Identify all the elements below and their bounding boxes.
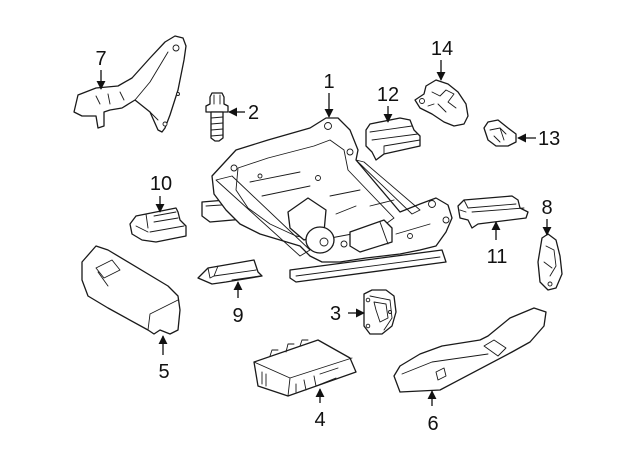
part-1-seat-frame[interactable]	[201, 117, 453, 283]
part-8-bracket[interactable]	[537, 233, 563, 291]
callout-3[interactable]: 3	[330, 303, 365, 325]
callout-14[interactable]: 14	[431, 38, 453, 81]
callout-7[interactable]: 7	[95, 48, 107, 90]
callout-number-11: 11	[487, 246, 508, 268]
callout-number-4: 4	[314, 409, 325, 431]
callout-1[interactable]: 1	[323, 71, 335, 118]
part-7-side-bracket[interactable]	[73, 35, 187, 133]
callout-12[interactable]: 12	[377, 84, 399, 123]
part-6-side-cover[interactable]	[393, 307, 547, 393]
part-13-clip[interactable]	[483, 119, 517, 147]
part-2-bolt[interactable]	[205, 92, 229, 142]
callout-5[interactable]: 5	[158, 335, 170, 383]
callout-9[interactable]: 9	[232, 281, 244, 327]
callout-13[interactable]: 13	[517, 128, 560, 150]
callout-number-14: 14	[431, 38, 453, 60]
part-5-side-cover[interactable]	[81, 245, 181, 335]
callout-2[interactable]: 2	[228, 102, 259, 124]
callout-11[interactable]: 11	[487, 221, 508, 268]
callout-number-6: 6	[427, 413, 438, 435]
part-4-control-module[interactable]	[253, 339, 357, 397]
callout-number-10: 10	[150, 173, 172, 195]
part-12-track-cover[interactable]	[365, 117, 421, 161]
callout-number-3: 3	[330, 303, 341, 325]
callout-number-1: 1	[323, 71, 334, 93]
callout-number-8: 8	[541, 197, 552, 219]
callout-8[interactable]: 8	[541, 197, 553, 236]
callout-4[interactable]: 4	[314, 388, 326, 431]
callout-6[interactable]: 6	[427, 390, 439, 435]
callout-number-2: 2	[248, 102, 259, 124]
callout-number-5: 5	[158, 361, 169, 383]
part-14-trim-cover[interactable]	[414, 79, 469, 127]
callout-number-7: 7	[95, 48, 106, 70]
callout-number-12: 12	[377, 84, 399, 106]
part-3-seat-motor[interactable]	[363, 289, 397, 335]
part-10-track-cover[interactable]	[129, 207, 187, 243]
callout-10[interactable]: 10	[150, 173, 172, 213]
part-9-track-cover[interactable]	[197, 259, 263, 285]
callout-number-9: 9	[232, 305, 243, 327]
part-11-track-cover[interactable]	[457, 195, 529, 229]
callout-number-13: 13	[538, 128, 560, 150]
